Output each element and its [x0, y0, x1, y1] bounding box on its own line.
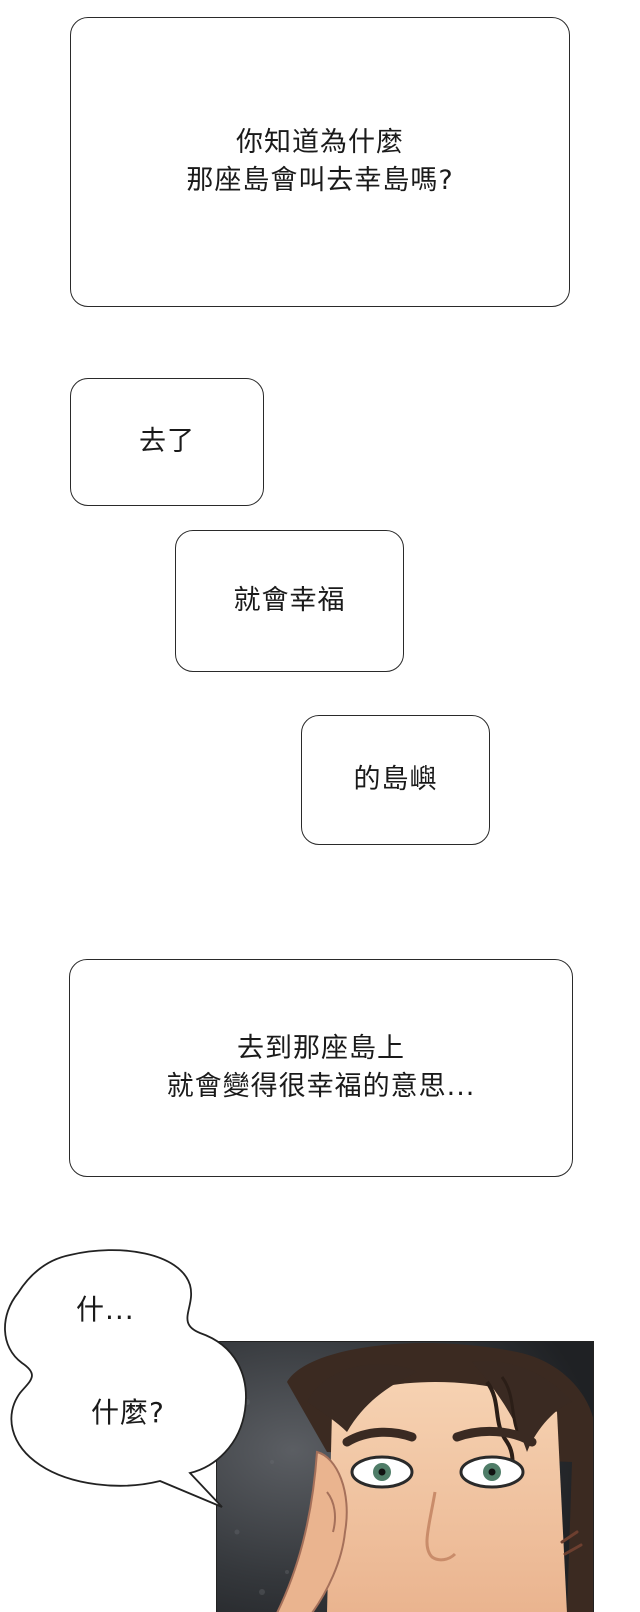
caption-box-3: 就會幸福 [175, 530, 404, 672]
caption-box-1: 你知道為什麼 那座島會叫去幸島嗎? [70, 17, 570, 307]
caption-5-line-1: 去到那座島上 [237, 1033, 405, 1064]
surprised-man-face-illustration [217, 1342, 593, 1612]
caption-4-text: 的島嶼 [353, 764, 438, 795]
caption-1-line-2: 那座島會叫去幸島嗎? [186, 165, 454, 196]
speech-bubble-line-1: 什... [76, 1293, 135, 1326]
caption-1-line-1: 你知道為什麼 [236, 127, 404, 158]
caption-3-text: 就會幸福 [233, 585, 346, 616]
caption-box-4: 的島嶼 [301, 715, 490, 845]
speech-bubble [4, 1249, 247, 1508]
caption-5-text: 去到那座島上 就會變得很幸福的意思... [167, 1030, 476, 1106]
caption-box-5: 去到那座島上 就會變得很幸福的意思... [69, 959, 573, 1177]
caption-1-text: 你知道為什麼 那座島會叫去幸島嗎? [186, 124, 453, 200]
comic-panel [216, 1341, 594, 1612]
caption-box-2: 去了 [70, 378, 264, 506]
caption-5-line-2: 就會變得很幸福的意思... [166, 1071, 476, 1102]
caption-2-text: 去了 [139, 426, 195, 457]
speech-bubble-line-2: 什麼? [91, 1396, 165, 1429]
